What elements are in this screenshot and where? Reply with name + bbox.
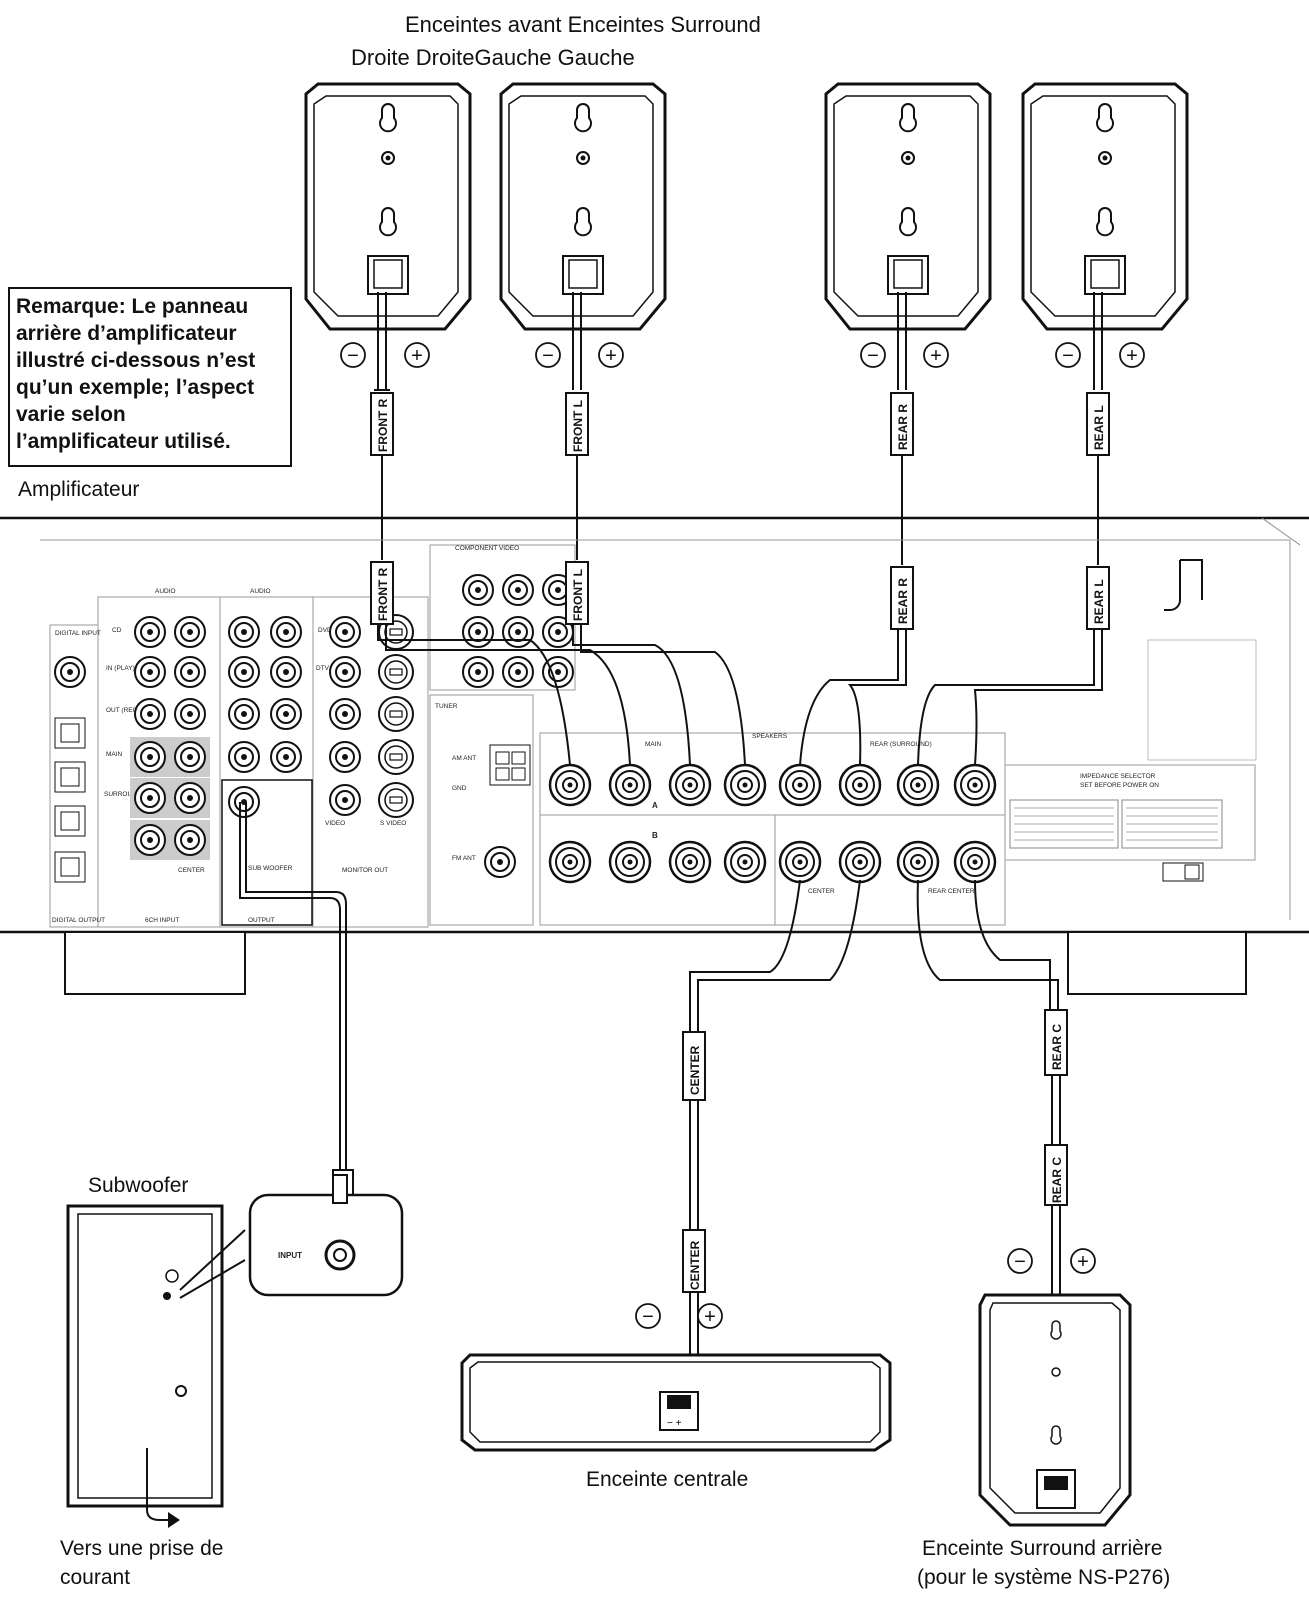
header-line2: Droite DroiteGauche Gauche: [351, 45, 635, 70]
svg-text:FRONT R: FRONT R: [376, 567, 390, 621]
subwoofer-title: Subwoofer: [88, 1174, 188, 1197]
svg-text:6CH INPUT: 6CH INPUT: [145, 917, 179, 924]
amplifier-label: Amplificateur: [18, 478, 139, 501]
svg-text:FM ANT: FM ANT: [452, 855, 476, 862]
rear-speaker-label-line1: Enceinte Surround arrière: [922, 1537, 1162, 1560]
remark-line: Remarque: Le panneau: [16, 295, 249, 318]
svg-text:B: B: [652, 831, 658, 840]
svg-text:AUDIO: AUDIO: [250, 588, 271, 595]
svg-text:CENTER: CENTER: [178, 867, 205, 874]
svg-text:FRONT R: FRONT R: [376, 398, 390, 452]
center-speaker: − +: [460, 1353, 892, 1452]
svg-text:+: +: [704, 1306, 716, 1328]
svg-text:+: +: [411, 345, 423, 367]
cable-tags-top: FRONT R FRONT L REAR R REAR L: [370, 392, 1110, 456]
cable-tags-bottom: CENTER CENTER REAR C REAR C: [682, 1009, 1068, 1293]
amplifier-panel: DIGITAL INPUT AUDIO AUDIO COMPONENT VIDE…: [0, 516, 1309, 995]
svg-text:REAR L: REAR L: [1092, 405, 1106, 450]
svg-text:−: −: [867, 345, 879, 367]
speaker-wires-panel: [377, 624, 1103, 766]
svg-text:AUDIO: AUDIO: [155, 588, 176, 595]
remark-line: illustré ci-dessous n’est: [16, 349, 256, 372]
svg-text:S VIDEO: S VIDEO: [380, 820, 406, 827]
svg-text:−: −: [642, 1306, 654, 1328]
svg-text:VIDEO: VIDEO: [325, 820, 345, 827]
svg-text:SPEAKERS: SPEAKERS: [752, 733, 788, 740]
svg-text:GND: GND: [452, 785, 467, 792]
svg-text:DVD: DVD: [318, 627, 332, 634]
svg-text:+: +: [1077, 1251, 1089, 1273]
svg-text:−: −: [542, 345, 554, 367]
svg-text:OUTPUT: OUTPUT: [248, 917, 275, 924]
svg-text:OUT (REC): OUT (REC): [106, 707, 139, 714]
remark-line: varie selon: [16, 403, 126, 426]
rear-center-speaker: [978, 1293, 1132, 1527]
svg-text:MAIN: MAIN: [645, 741, 662, 748]
remark-line: l’amplificateur utilisé.: [16, 430, 231, 453]
subwoofer-input-callout: INPUT: [248, 1174, 404, 1297]
svg-text:CENTER: CENTER: [688, 1045, 702, 1095]
svg-text:COMPONENT VIDEO: COMPONENT VIDEO: [455, 545, 519, 552]
svg-text:CENTER: CENTER: [688, 1240, 702, 1290]
polarity-symbols-bottom: − + − +: [635, 1248, 1096, 1329]
subwoofer-input-label: INPUT: [278, 1251, 302, 1260]
center-speaker-label: Enceinte centrale: [586, 1468, 748, 1491]
svg-text:−: −: [347, 345, 359, 367]
svg-text:IN (PLAY): IN (PLAY): [106, 665, 135, 672]
svg-text:DIGITAL INPUT: DIGITAL INPUT: [55, 630, 101, 637]
svg-text:REAR (SURROUND): REAR (SURROUND): [870, 741, 932, 748]
svg-text:TUNER: TUNER: [435, 703, 458, 710]
power-note-line2: courant: [60, 1566, 130, 1589]
svg-text:IMPEDANCE SELECTOR: IMPEDANCE SELECTOR: [1080, 773, 1156, 780]
svg-text:MONITOR OUT: MONITOR OUT: [342, 867, 388, 874]
speaker-rear-right: [824, 82, 992, 331]
svg-text:REAR L: REAR L: [1092, 579, 1106, 624]
svg-text:SET BEFORE POWER ON: SET BEFORE POWER ON: [1080, 782, 1159, 789]
svg-text:−: −: [1062, 345, 1074, 367]
svg-text:AM ANT: AM ANT: [452, 755, 476, 762]
svg-text:CD: CD: [112, 627, 122, 634]
svg-text:DIGITAL OUTPUT: DIGITAL OUTPUT: [52, 917, 105, 924]
speaker-front-right: [304, 82, 472, 331]
svg-text:A: A: [652, 801, 658, 810]
speaker-rear-left: [1021, 82, 1189, 331]
rear-speaker-label-line2: (pour le système NS-P276): [917, 1566, 1170, 1589]
svg-text:−: −: [1014, 1251, 1026, 1273]
svg-text:REAR R: REAR R: [896, 578, 910, 624]
svg-text:+: +: [930, 345, 942, 367]
svg-text:REAR R: REAR R: [896, 404, 910, 450]
header-line1: Enceintes avant Enceintes Surround: [405, 12, 761, 37]
svg-text:FRONT L: FRONT L: [571, 400, 585, 452]
speaker-cables-top: [374, 292, 1103, 565]
remark-box: Remarque: Le panneau arrière d’amplifica…: [8, 287, 292, 467]
subwoofer: ⁠⁠: [66, 1204, 224, 1528]
svg-text:FRONT L: FRONT L: [571, 569, 585, 621]
svg-text:SURROUND: SURROUND: [104, 791, 142, 798]
polarity-symbols-top: − + − + − + − +: [340, 342, 1145, 368]
cable-tags-panel: FRONT R FRONT L REAR R REAR L: [370, 561, 1110, 630]
svg-text:MAIN: MAIN: [106, 751, 123, 758]
svg-text:+: +: [1126, 345, 1138, 367]
power-note-line1: Vers une prise de: [60, 1537, 223, 1560]
svg-text:REAR CENTER: REAR CENTER: [928, 888, 975, 895]
svg-text:CENTER: CENTER: [808, 888, 835, 895]
speaker-front-left: [499, 82, 667, 331]
svg-text:REAR C: REAR C: [1050, 1024, 1064, 1070]
remark-line: arrière d’amplificateur: [16, 322, 237, 345]
svg-text:− +: − +: [667, 1418, 682, 1429]
svg-text:+: +: [605, 345, 617, 367]
remark-line: qu’un exemple; l’aspect: [16, 376, 255, 399]
svg-text:REAR C: REAR C: [1050, 1157, 1064, 1203]
svg-text:SUB WOOFER: SUB WOOFER: [248, 865, 293, 872]
